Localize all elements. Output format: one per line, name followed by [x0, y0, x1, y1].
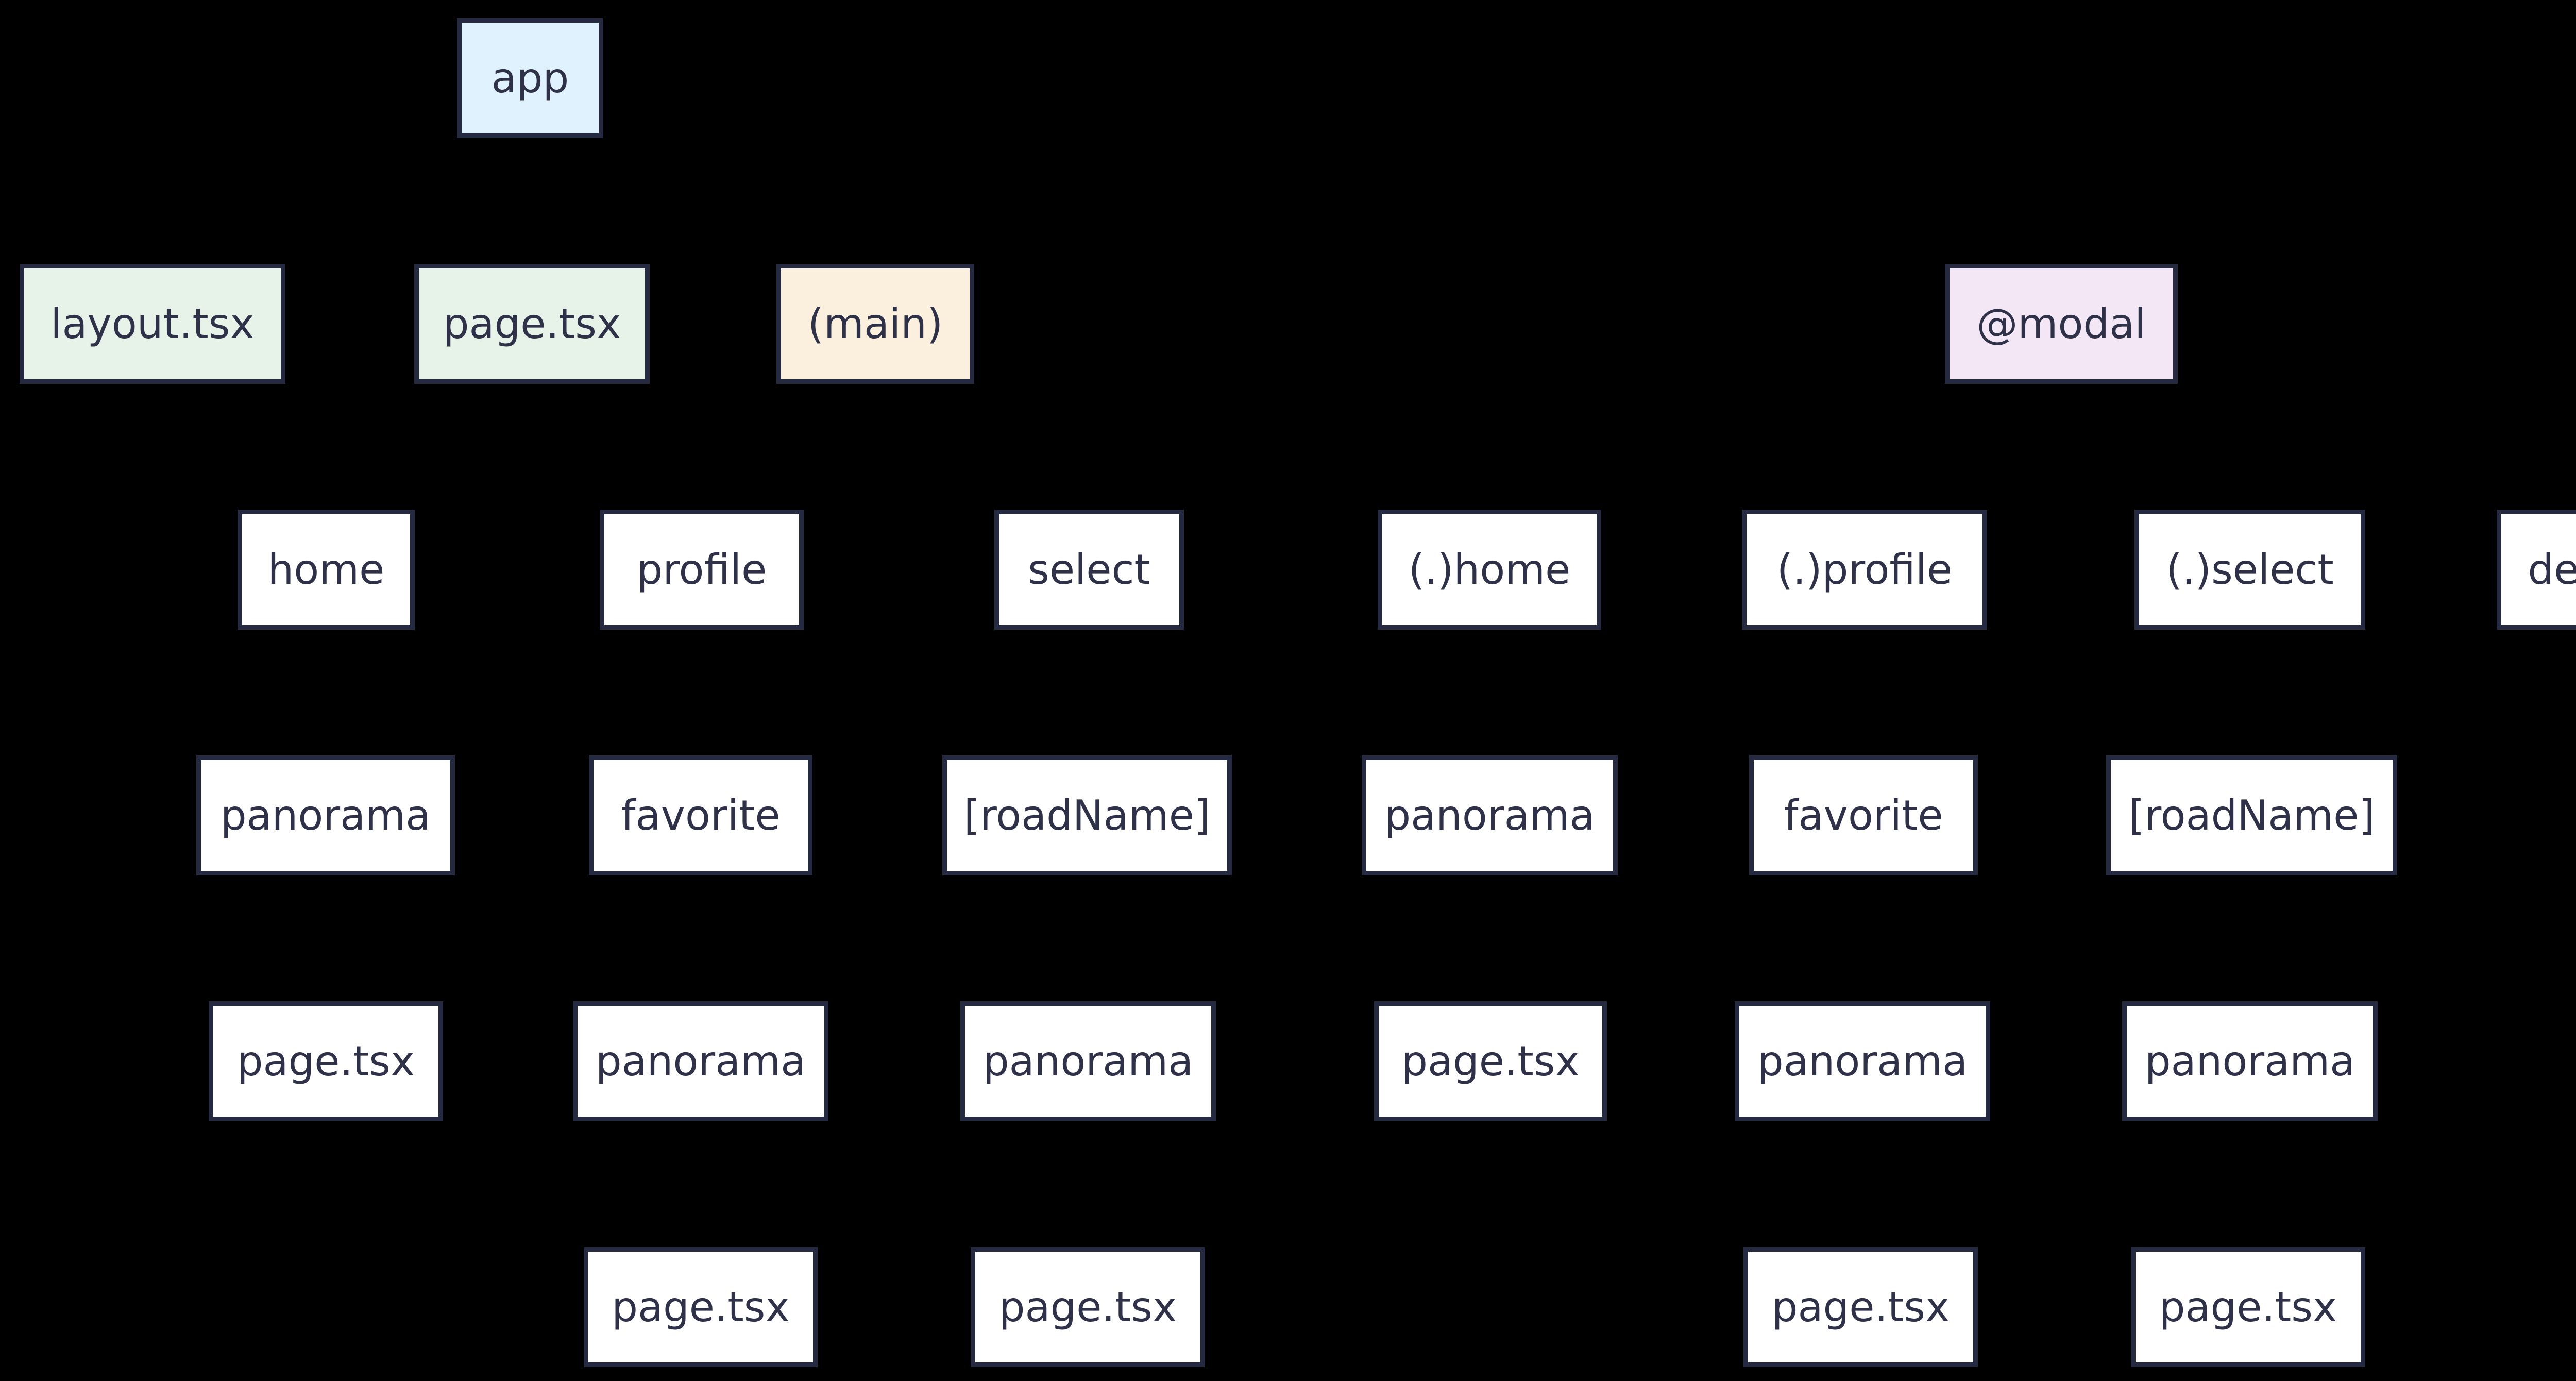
node-label: page.tsx	[236, 1037, 415, 1085]
node-label: select	[1028, 545, 1150, 594]
node-label: (main)	[807, 299, 943, 348]
node-select: select	[994, 510, 1184, 630]
node-panorama: panorama	[196, 755, 455, 875]
node-label: page.tsx	[612, 1283, 790, 1331]
node-app: app	[457, 18, 603, 138]
node-label: (.)profile	[1776, 545, 1953, 594]
node-main: (main)	[776, 264, 974, 384]
node-label: (.)home	[1408, 545, 1571, 594]
node-label: layout.tsx	[50, 299, 255, 348]
node-panorama: panorama	[1735, 1001, 1990, 1121]
node-profile: (.)profile	[1742, 510, 1987, 630]
node-label: page.tsx	[998, 1283, 1177, 1331]
node-page-tsx: page.tsx	[1743, 1247, 1978, 1367]
node-label: app	[491, 54, 569, 102]
node-page-tsx: page.tsx	[971, 1247, 1205, 1367]
node-layout-tsx: layout.tsx	[20, 264, 285, 384]
node-label: favorite	[621, 791, 781, 839]
node-profile: profile	[600, 510, 804, 630]
node-label: page.tsx	[1401, 1037, 1580, 1085]
node-favorite: favorite	[589, 755, 812, 875]
node-select: (.)select	[2134, 510, 2365, 630]
node-home: home	[238, 510, 415, 630]
node-page-tsx: page.tsx	[414, 264, 650, 384]
node-label: page.tsx	[443, 299, 621, 348]
node-label: panorama	[1384, 791, 1595, 839]
node-label: home	[267, 545, 385, 594]
node-label: panorama	[595, 1037, 806, 1085]
node-label: panorama	[220, 791, 431, 839]
node-home: (.)home	[1378, 510, 1601, 630]
node-page-tsx: page.tsx	[2131, 1247, 2365, 1367]
node-label: panorama	[2144, 1037, 2355, 1085]
node-label: page.tsx	[2159, 1283, 2337, 1331]
node-modal: @modal	[1945, 264, 2178, 384]
node-panorama: panorama	[1362, 755, 1618, 875]
node-panorama: panorama	[960, 1001, 1216, 1121]
node-label: default.tsx	[2528, 545, 2576, 594]
node-label: @modal	[1976, 299, 2146, 348]
node-label: panorama	[982, 1037, 1194, 1085]
node-label: [roadName]	[963, 791, 1211, 839]
node-label: profile	[636, 545, 767, 594]
node-label: favorite	[1784, 791, 1943, 839]
node-favorite: favorite	[1749, 755, 1978, 875]
node-page-tsx: page.tsx	[584, 1247, 818, 1367]
node-label: page.tsx	[1771, 1283, 1950, 1331]
node-default-tsx: default.tsx	[2497, 510, 2576, 630]
node-page-tsx: page.tsx	[209, 1001, 443, 1121]
node-roadname: [roadName]	[2106, 755, 2397, 875]
node-page-tsx: page.tsx	[1374, 1001, 1607, 1121]
node-label: (.)select	[2166, 545, 2334, 594]
node-panorama: panorama	[573, 1001, 828, 1121]
node-panorama: panorama	[2122, 1001, 2378, 1121]
node-label: [roadName]	[2128, 791, 2375, 839]
node-label: panorama	[1757, 1037, 1968, 1085]
node-roadname: [roadName]	[942, 755, 1232, 875]
